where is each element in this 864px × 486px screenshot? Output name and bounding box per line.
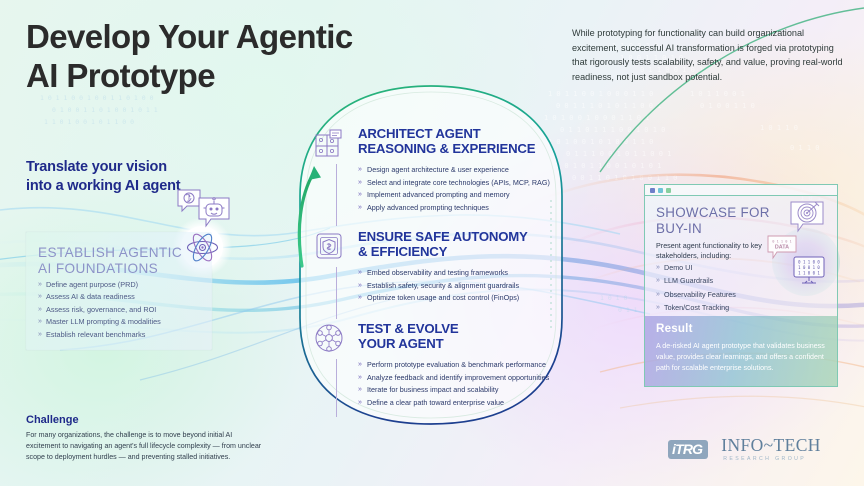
intro-paragraph: While prototyping for functionality can …: [572, 28, 843, 83]
svg-text:1 0 1 0 0 1 0 0 0 1 1 0 1: 1 0 1 0 0 1 0 0 0 1 1 0 1: [544, 114, 649, 122]
list-item: Define a clear path toward enterprise va…: [358, 399, 588, 406]
network-nodes-icon: [315, 324, 343, 352]
result-heading: Result: [656, 322, 693, 335]
list-item: Token/Cost Tracking: [656, 304, 786, 311]
section-heading: ARCHITECT AGENT REASONING & EXPERIENCE: [358, 126, 578, 156]
svg-text:0 1 1 0 1: 0 1 1 0 1: [772, 240, 791, 244]
list-item: Select and integrate core technologies (…: [358, 178, 588, 185]
svg-text:0 1 1: 0 1 1: [618, 306, 638, 314]
svg-text:1 0 1 0 1 1 0 0 1 0 1 0 1: 1 0 1 0 1 1 0 0 1 0 1 0 1: [556, 162, 661, 170]
svg-text:1 0 1 0: 1 0 1 0: [600, 294, 627, 302]
svg-text:1 0 1 1 0 0 1: 1 0 1 1 0 0 1: [690, 90, 745, 98]
svg-text:0 1 1 0 1 1 1 0 0 1 0 1 0: 0 1 1 0 1 1 1 0 0 1 0 1 0: [560, 126, 665, 134]
section-divider-rule: [336, 267, 337, 319]
challenge-heading: Challenge: [26, 414, 79, 426]
showcase-title-line1: SHOWCASE FOR: [656, 205, 770, 220]
atom-icon: [186, 233, 219, 262]
result-panel: [645, 316, 837, 386]
list-item: Observability Features: [656, 291, 786, 298]
svg-text:1 1 0 0 1: 1 1 0 0 1: [798, 271, 820, 276]
target-speech-bubble-icon: [790, 201, 824, 233]
infotech-logo: INFO~TECH RESEARCH GROUP: [721, 435, 821, 462]
section-divider-rule: [336, 359, 337, 417]
brain-speech-bubble-icon: [177, 189, 201, 213]
shield-dollar-icon: [316, 233, 342, 259]
section-heading: TEST & EVOLVE YOUR AGENT: [358, 321, 578, 351]
footer-logos: iTRG INFO~TECH RESEARCH GROUP: [668, 435, 821, 462]
svg-text:1 1 0 0 1 0: 1 1 0 0 1 0: [612, 42, 658, 50]
list-item: Establish safety, security & alignment g…: [358, 281, 588, 288]
svg-text:0 1 1 0: 0 1 1 0: [790, 144, 820, 152]
list-item: Iterate for business impact and scalabil…: [358, 386, 588, 393]
robot-speech-bubble-icon: [198, 197, 230, 228]
section-divider-rule: [336, 164, 337, 226]
foundations-title-line2: AI FOUNDATIONS: [38, 261, 159, 277]
section-bullet-list: Embed observability and testing framewor…: [358, 269, 588, 307]
section-heading-line1: ENSURE SAFE AUTONOMY: [358, 229, 528, 244]
foundations-list: Define agent purpose (PRD) Assess AI & d…: [38, 281, 206, 343]
svg-text:0 1 0 0 1 1 0: 0 1 0 0 1 1 0: [700, 102, 755, 110]
window-titlebar: [645, 185, 837, 196]
list-item: Assess AI & data readiness: [38, 293, 206, 301]
svg-text:1 0 1 1 0 0 1 0 0 1 1 0 1 0 0: 1 0 1 1 0 0 1 0 0 1 1 0 1 0 0: [40, 94, 154, 102]
challenge-body: For many organizations, the challenge is…: [26, 431, 262, 461]
itrg-logo: iTRG: [668, 439, 709, 459]
foundations-title: ESTABLISH AGENTIC AI FOUNDATIONS: [38, 245, 218, 277]
svg-text:1 0 1 1 0 0 1 0 0 0 1 1 0: 1 0 1 1 0 0 1 0 0 0 1 1 0: [548, 90, 653, 98]
svg-text:DATA: DATA: [775, 245, 789, 251]
result-body: A de-risked AI agent prototype that vali…: [656, 342, 825, 373]
list-item: Establish relevant benchmarks: [38, 330, 206, 338]
svg-text:1 0 1 1 0: 1 0 1 1 0: [760, 124, 798, 132]
vision-statement: Translate your vision into a working AI …: [26, 158, 256, 197]
section-bullet-list: Design agent architecture & user experie…: [358, 166, 588, 216]
monitor-binary-icon: 0 1 1 0 0 1 0 0 1 0 1 1 0 0 1: [793, 256, 825, 284]
foundations-title-line1: ESTABLISH AGENTIC: [38, 245, 183, 260]
list-item: LLM Guardrails: [656, 277, 786, 284]
list-item: Implement advanced prompting and memory: [358, 191, 588, 198]
section-heading-line2: & EFFICIENCY: [358, 244, 448, 260]
section-heading-line1: ARCHITECT AGENT: [358, 126, 481, 141]
svg-text:0 1 1 0 0: 0 1 1 0 0: [798, 260, 820, 265]
list-item: Master LLM prompting & modalities: [38, 318, 206, 326]
window-dot-icon: [650, 187, 655, 193]
vision-line2: into a working AI agent: [26, 178, 181, 195]
showcase-subtitle: Present agent functionality to key stake…: [656, 241, 762, 261]
page-title: Develop Your Agentic AI Prototype: [26, 18, 496, 96]
list-item: Define agent purpose (PRD): [38, 281, 206, 289]
window-dot-icon: [666, 187, 671, 193]
list-item: Perform prototype evaluation & benchmark…: [358, 361, 588, 368]
list-item: Embed observability and testing framewor…: [358, 269, 588, 276]
list-item: Optimize token usage and cost control (F…: [358, 294, 588, 301]
window-dot-icon: [658, 187, 663, 193]
svg-text:1 0 0 1 1 0 1 0: 1 0 0 1 1 0 1 0: [620, 54, 683, 62]
list-item: Apply advanced prompting techniques: [358, 204, 588, 211]
list-item: Analyze feedback and identify improvemen…: [358, 373, 588, 380]
section-bullet-list: Perform prototype evaluation & benchmark…: [358, 361, 588, 411]
section-heading: ENSURE SAFE AUTONOMY & EFFICIENCY: [358, 229, 578, 259]
section-heading-line2: REASONING & EXPERIENCE: [358, 141, 536, 157]
infotech-logo-name: INFO~TECH: [721, 435, 821, 455]
page-title-line2: AI Prototype: [26, 56, 216, 94]
svg-text:0 0 1 1 1 0 1 0 1 1 0 0 1: 0 0 1 1 1 0 1 0 1 1 0 0 1: [556, 102, 661, 110]
page-title-line1: Develop Your Agentic: [26, 18, 353, 55]
list-item: Demo UI: [656, 264, 786, 271]
showcase-title: SHOWCASE FOR BUY-IN: [656, 205, 806, 237]
puzzle-blocks-icon: [315, 129, 342, 157]
section-heading-line2: YOUR AGENT: [358, 336, 444, 352]
svg-text:1 0 1 0 0 1 0 1 0 0 1 1 0: 1 0 1 0 0 1 0 1 0 0 1 1 0: [548, 138, 653, 146]
svg-text:1 1 0 1 0 0 1 0 1 1 0 0: 1 1 0 1 0 0 1 0 1 1 0 0: [44, 118, 134, 126]
svg-text:1 0 0 1 0: 1 0 0 1 0: [798, 265, 820, 270]
svg-text:0 1 1 0 0 1 0 1: 0 1 1 0 0 1 0 1: [640, 66, 703, 74]
list-item: Assess risk, governance, and ROI: [38, 305, 206, 313]
showcase-title-line2: BUY-IN: [656, 220, 702, 236]
vision-line1: Translate your vision: [26, 159, 167, 175]
svg-text:0 1 1 1 0 0 1 0 1 1 0 0 1: 0 1 1 1 0 0 1 0 1 1 0 0 1: [566, 150, 671, 158]
svg-text:0 1 0 0 1 1 0 1 0 0 1 0 1 1: 0 1 0 0 1 1 0 1 0 0 1 0 1 1: [52, 106, 158, 114]
list-item: Design agent architecture & user experie…: [358, 166, 588, 173]
showcase-list: Demo UI LLM Guardrails Observability Fea…: [656, 264, 786, 318]
section-heading-line1: TEST & EVOLVE: [358, 321, 459, 336]
infotech-logo-tagline: RESEARCH GROUP: [723, 455, 807, 462]
data-bubble-icon: 0 1 1 0 1 DATA: [767, 235, 797, 260]
